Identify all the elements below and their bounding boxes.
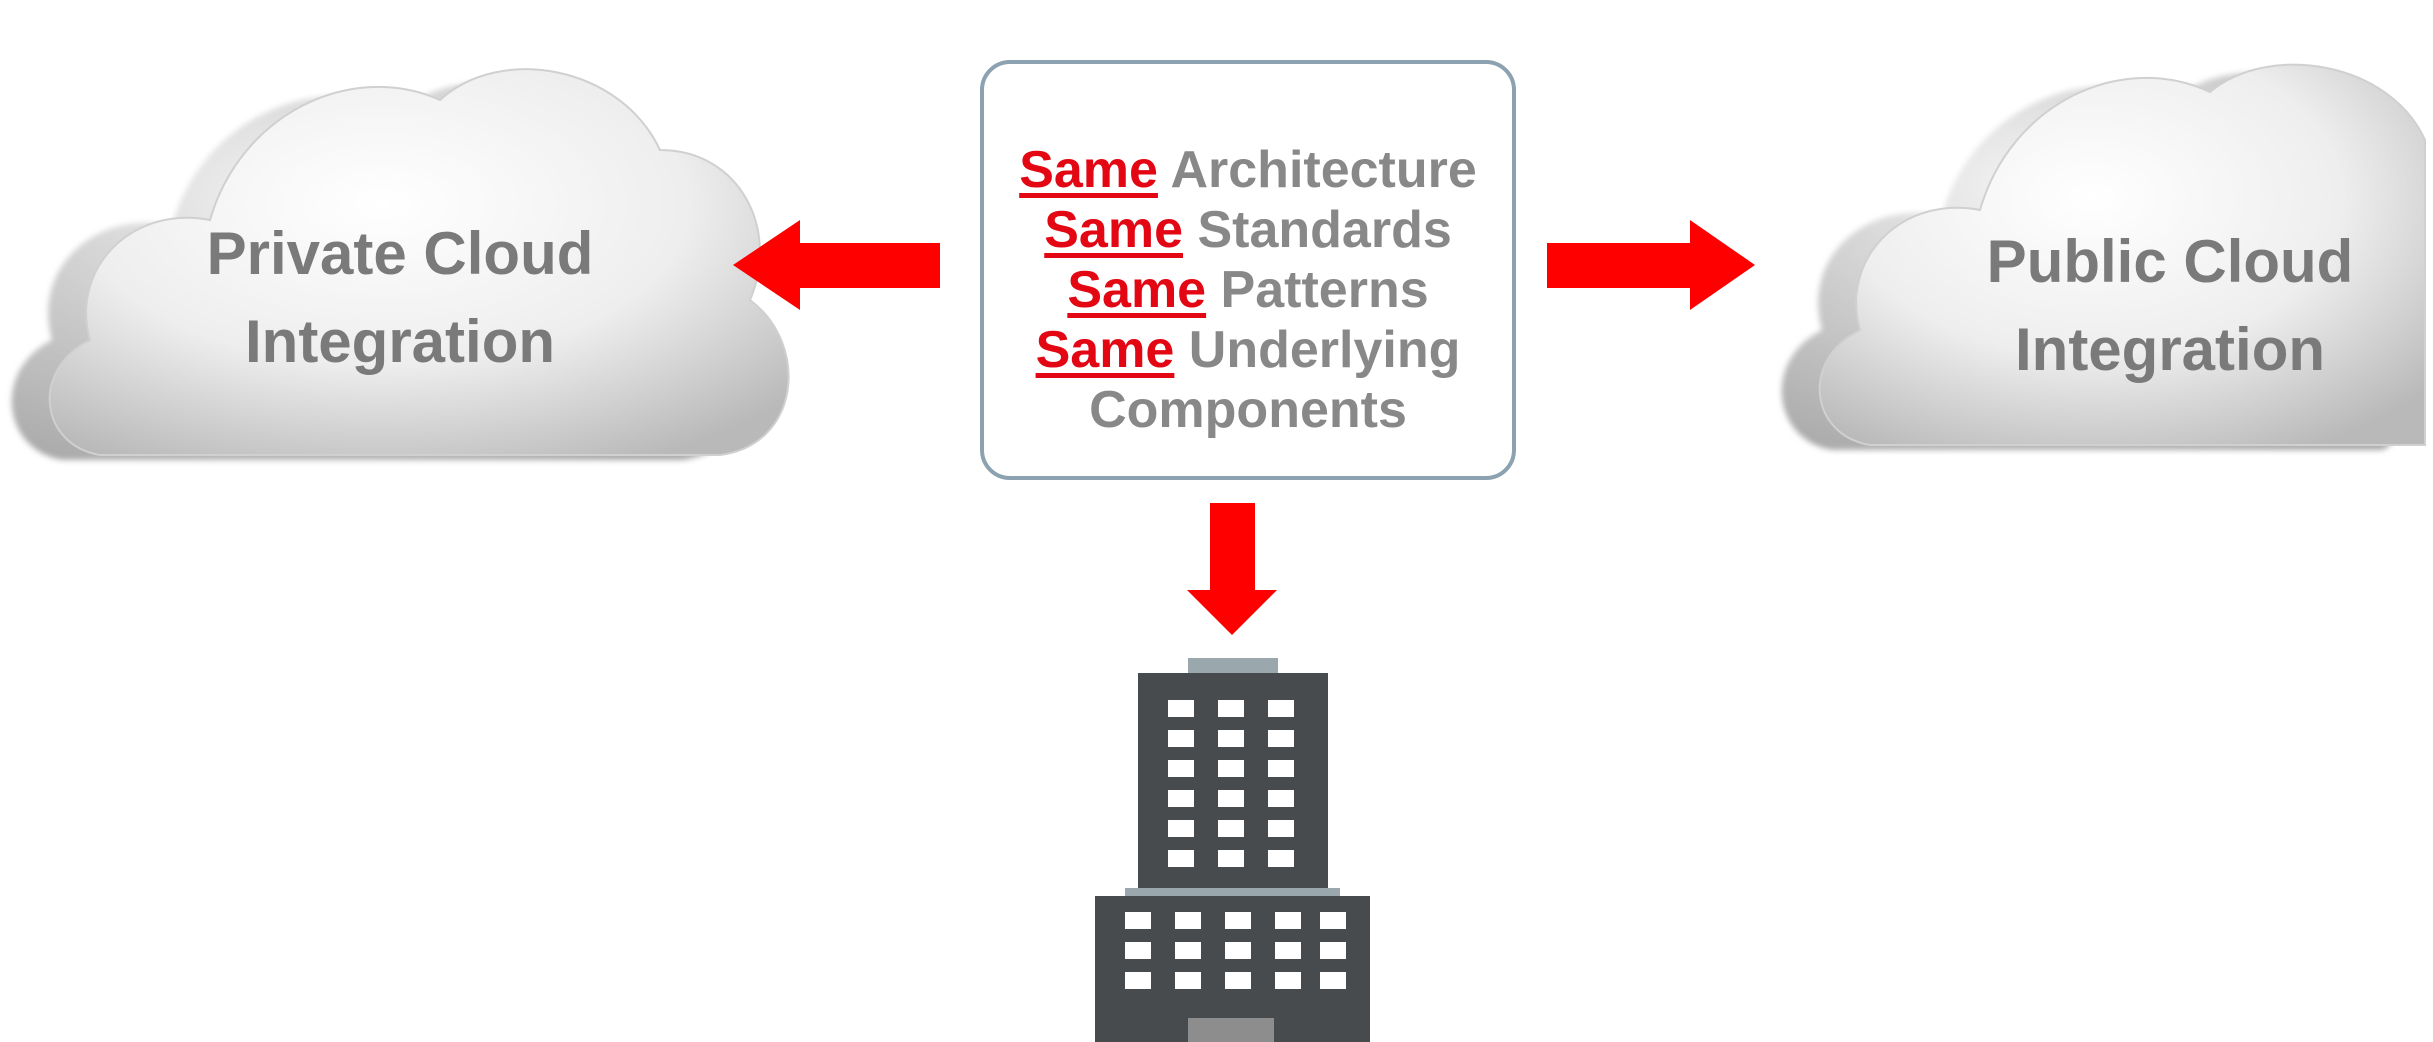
building-window bbox=[1320, 912, 1346, 929]
building-window bbox=[1225, 912, 1251, 929]
building-window bbox=[1175, 912, 1201, 929]
line-text: Standards bbox=[1183, 201, 1452, 259]
right-cloud-icon bbox=[1781, 63, 2426, 451]
building-window bbox=[1168, 790, 1194, 807]
building-window bbox=[1225, 942, 1251, 959]
arrow-right-icon bbox=[1547, 220, 1755, 310]
right-cloud-label: Public Cloud Integration bbox=[1900, 218, 2433, 394]
same-line-standards: Same Standards bbox=[984, 200, 1512, 260]
left-cloud-line1: Private Cloud bbox=[206, 220, 594, 287]
same-emphasis: Same bbox=[1067, 261, 1207, 319]
building-window bbox=[1218, 820, 1244, 837]
building-window bbox=[1268, 700, 1294, 717]
building-window bbox=[1218, 790, 1244, 807]
left-cloud-label: Private Cloud Integration bbox=[130, 210, 670, 386]
building-window bbox=[1275, 942, 1301, 959]
building-window bbox=[1168, 820, 1194, 837]
arrow-down-icon bbox=[1187, 503, 1277, 635]
building-window bbox=[1168, 700, 1194, 717]
components-line: Components bbox=[1089, 381, 1407, 439]
shared-foundation-box: Same Architecture Same Standards Same Pa… bbox=[980, 60, 1516, 480]
right-cloud-line2: Integration bbox=[2015, 316, 2325, 383]
same-emphasis: Same bbox=[1035, 321, 1175, 379]
building-window bbox=[1175, 942, 1201, 959]
building-window bbox=[1268, 760, 1294, 777]
building-window bbox=[1268, 850, 1294, 867]
building-window bbox=[1125, 912, 1151, 929]
same-emphasis: Same bbox=[1019, 141, 1158, 199]
building-window bbox=[1125, 972, 1151, 989]
building-window bbox=[1125, 942, 1151, 959]
building-window bbox=[1168, 760, 1194, 777]
same-line-architecture: Same Architecture bbox=[984, 140, 1512, 200]
building-window bbox=[1218, 700, 1244, 717]
building-window bbox=[1320, 972, 1346, 989]
building-window bbox=[1225, 972, 1251, 989]
same-emphasis: Same bbox=[1044, 201, 1184, 259]
left-cloud-line2: Integration bbox=[245, 308, 555, 375]
building-window bbox=[1218, 850, 1244, 867]
building-window bbox=[1268, 790, 1294, 807]
building-window bbox=[1268, 730, 1294, 747]
same-line-patterns: Same Patterns bbox=[984, 260, 1512, 320]
line-text: Architecture bbox=[1157, 141, 1477, 199]
right-cloud-line1: Public Cloud bbox=[1986, 228, 2354, 295]
office-building-icon bbox=[1095, 658, 1370, 1042]
building-window bbox=[1218, 730, 1244, 747]
building-window bbox=[1268, 820, 1294, 837]
building-window bbox=[1275, 972, 1301, 989]
building-window bbox=[1320, 942, 1346, 959]
building-window bbox=[1168, 730, 1194, 747]
line-text: Underlying bbox=[1174, 321, 1461, 379]
arrow-left-icon bbox=[733, 220, 940, 310]
building-window bbox=[1218, 760, 1244, 777]
building-window bbox=[1168, 850, 1194, 867]
line-text: Patterns bbox=[1206, 261, 1429, 319]
building-window bbox=[1275, 912, 1301, 929]
building-window bbox=[1175, 972, 1201, 989]
left-cloud-icon bbox=[11, 68, 790, 461]
same-line-underlying: Same Underlying bbox=[984, 320, 1512, 380]
